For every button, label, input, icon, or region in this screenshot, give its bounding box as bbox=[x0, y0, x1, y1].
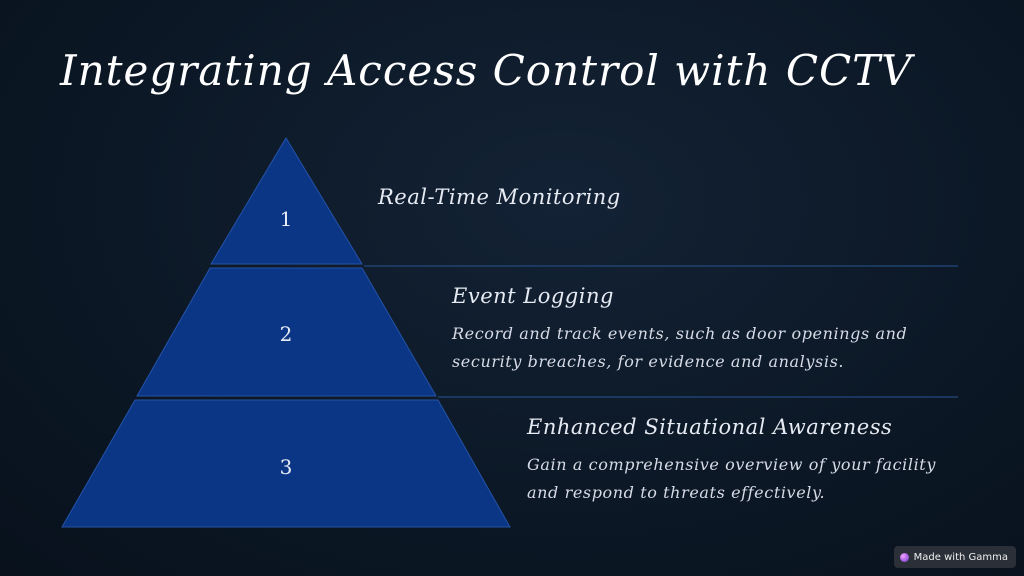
tier-heading-2: Event Logging bbox=[452, 284, 614, 308]
slide-title: Integrating Access Control with CCTV bbox=[60, 46, 913, 95]
tier-description-2-line-1: Record and track events, such as door op… bbox=[452, 324, 908, 343]
tier-description-3-line-2: and respond to threats effectively. bbox=[527, 483, 826, 502]
tier-item-3: Enhanced Situational Awareness Gain a co… bbox=[527, 415, 936, 507]
tier-item-1: Real-Time Monitoring bbox=[378, 185, 621, 209]
pyramid-tier-2 bbox=[136, 267, 437, 397]
gamma-logo-icon bbox=[899, 552, 909, 562]
made-with-gamma-badge[interactable]: Made with Gamma bbox=[893, 546, 1016, 568]
tier-description-2-line-2: security breaches, for evidence and anal… bbox=[452, 352, 845, 371]
tier-number-2: 2 bbox=[280, 322, 293, 346]
tier-heading-1: Real-Time Monitoring bbox=[378, 185, 621, 209]
tier-description-3-line-1: Gain a comprehensive overview of your fa… bbox=[527, 455, 936, 474]
tier-heading-3: Enhanced Situational Awareness bbox=[527, 415, 893, 439]
pyramid-tier-1 bbox=[210, 137, 363, 265]
tier-item-2: Event Logging Record and track events, s… bbox=[452, 284, 907, 376]
badge-label: Made with Gamma bbox=[913, 551, 1008, 563]
tier-number-3: 3 bbox=[280, 455, 293, 479]
tier-number-1: 1 bbox=[280, 207, 293, 231]
pyramid-tier-3 bbox=[61, 399, 511, 528]
